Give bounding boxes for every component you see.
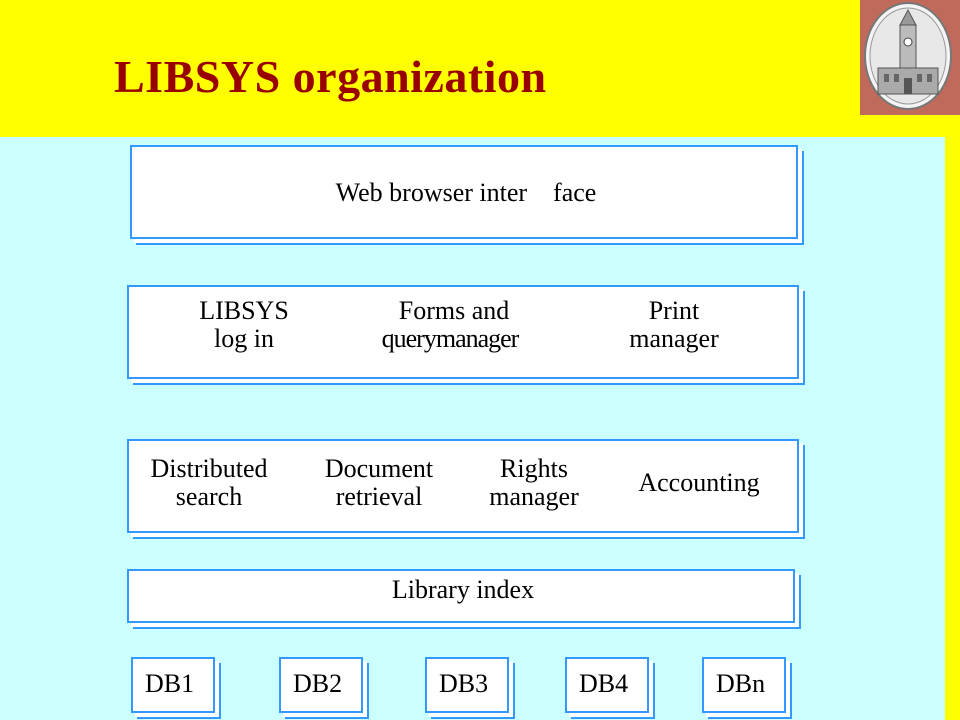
document-retrieval-label-line1: Document (324, 454, 434, 483)
database-box: DB1 (131, 657, 215, 713)
slide-title: LIBSYS organization (114, 51, 547, 102)
logo-panel (860, 0, 960, 115)
database-box: DB4 (565, 657, 649, 713)
print-manager-label-line2: manager (629, 324, 719, 353)
database-label: DB3 (439, 669, 489, 698)
database-label: DBn (716, 669, 766, 698)
slide-header: LIBSYS organization (0, 0, 960, 137)
database-label: DB4 (579, 669, 629, 698)
web-browser-interface-label: Web browser inter face (335, 178, 597, 207)
library-index-layer: Library index (127, 569, 795, 623)
database-box: DB2 (279, 657, 363, 713)
print-manager-label-line1: Print (648, 296, 700, 325)
library-index-label: Library index (391, 575, 535, 604)
diagram-area: Web browser inter face LIBSYS log in For… (0, 137, 945, 720)
document-retrieval-label-line2: retrieval (335, 482, 423, 511)
forms-query-manager-label-line2: querymanager (381, 324, 520, 353)
rights-manager-label-line2: manager (489, 482, 579, 511)
database-label: DB2 (293, 669, 343, 698)
database-label: DB1 (145, 669, 195, 698)
right-border-bar (945, 137, 960, 720)
web-browser-interface-layer: Web browser inter face (130, 145, 798, 239)
database-box: DB3 (425, 657, 509, 713)
rights-manager-label-line1: Rights (500, 454, 568, 483)
accounting-label: Accounting (638, 468, 760, 497)
libsys-login-label-line2: log in (214, 324, 274, 353)
application-services-layer: LIBSYS log in Forms and querymanager Pri… (127, 285, 799, 379)
database-box: DBn (702, 657, 786, 713)
forms-query-manager-label-line1: Forms and (398, 296, 510, 325)
clock-tower-logo-icon (864, 2, 952, 110)
distributed-search-label-line2: search (175, 482, 243, 511)
libsys-login-label-line1: LIBSYS (199, 296, 289, 325)
distributed-search-label-line1: Distributed (150, 454, 268, 483)
core-services-layer: Distributed search Document retrieval Ri… (127, 439, 799, 533)
